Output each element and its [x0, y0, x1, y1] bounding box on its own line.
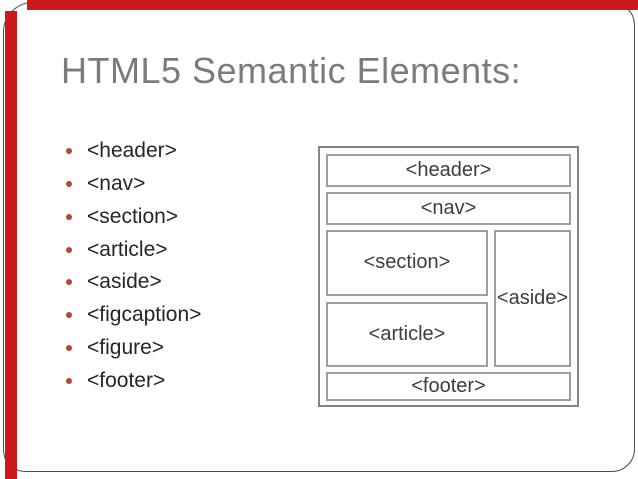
slide-title: HTML5 Semantic Elements:: [61, 50, 522, 91]
accent-bar-top-icon: [27, 0, 638, 10]
list-item: <header>: [66, 135, 201, 168]
list-item: <section>: [66, 201, 201, 234]
list-item-label: <figure>: [87, 335, 165, 359]
list-item-label: <header>: [87, 139, 177, 163]
diagram-box-section-label: <section>: [363, 251, 451, 274]
layout-diagram: <header> <nav> <section> <article> <asid…: [318, 146, 579, 407]
list-item-label: <nav>: [87, 172, 146, 196]
list-item-label: <aside>: [87, 270, 162, 294]
diagram-box-header: <header>: [326, 154, 571, 187]
bullet-dot-icon: [66, 181, 72, 188]
bullet-dot-icon: [66, 312, 72, 319]
list-item: <aside>: [66, 266, 201, 299]
list-item: <figure>: [66, 332, 201, 365]
diagram-box-article: <article>: [326, 301, 488, 367]
diagram-box-footer: <footer>: [326, 372, 571, 401]
diagram-middle-row: <section> <article> <aside>: [326, 230, 571, 367]
bullet-dot-icon: [66, 148, 72, 155]
diagram-left-column: <section> <article>: [326, 230, 488, 367]
diagram-box-header-label: <header>: [405, 159, 492, 181]
bullet-dot-icon: [66, 279, 72, 286]
diagram-box-footer-label: <footer>: [411, 375, 486, 397]
bullet-dot-icon: [66, 377, 72, 384]
list-item-label: <article>: [87, 237, 168, 261]
list-item-label: <figcaption>: [87, 303, 202, 327]
list-item: <footer>: [66, 364, 201, 397]
diagram-box-section: <section>: [326, 230, 488, 296]
diagram-box-article-label: <article>: [368, 322, 446, 345]
diagram-box-nav-label: <nav>: [420, 197, 477, 219]
element-list: <header> <nav> <section> <article> <asid…: [66, 135, 201, 397]
list-item-label: <footer>: [87, 368, 166, 392]
diagram-box-aside: <aside>: [494, 230, 571, 367]
diagram-box-nav: <nav>: [326, 192, 571, 225]
bullet-dot-icon: [66, 246, 72, 253]
accent-bar-left-icon: [5, 11, 17, 479]
list-item: <nav>: [66, 168, 201, 201]
diagram-box-aside-label: <aside>: [496, 287, 569, 309]
bullet-dot-icon: [66, 344, 72, 351]
list-item-label: <section>: [87, 204, 179, 228]
list-item: <article>: [66, 233, 201, 266]
list-item: <figcaption>: [66, 299, 201, 332]
bullet-dot-icon: [66, 213, 72, 220]
